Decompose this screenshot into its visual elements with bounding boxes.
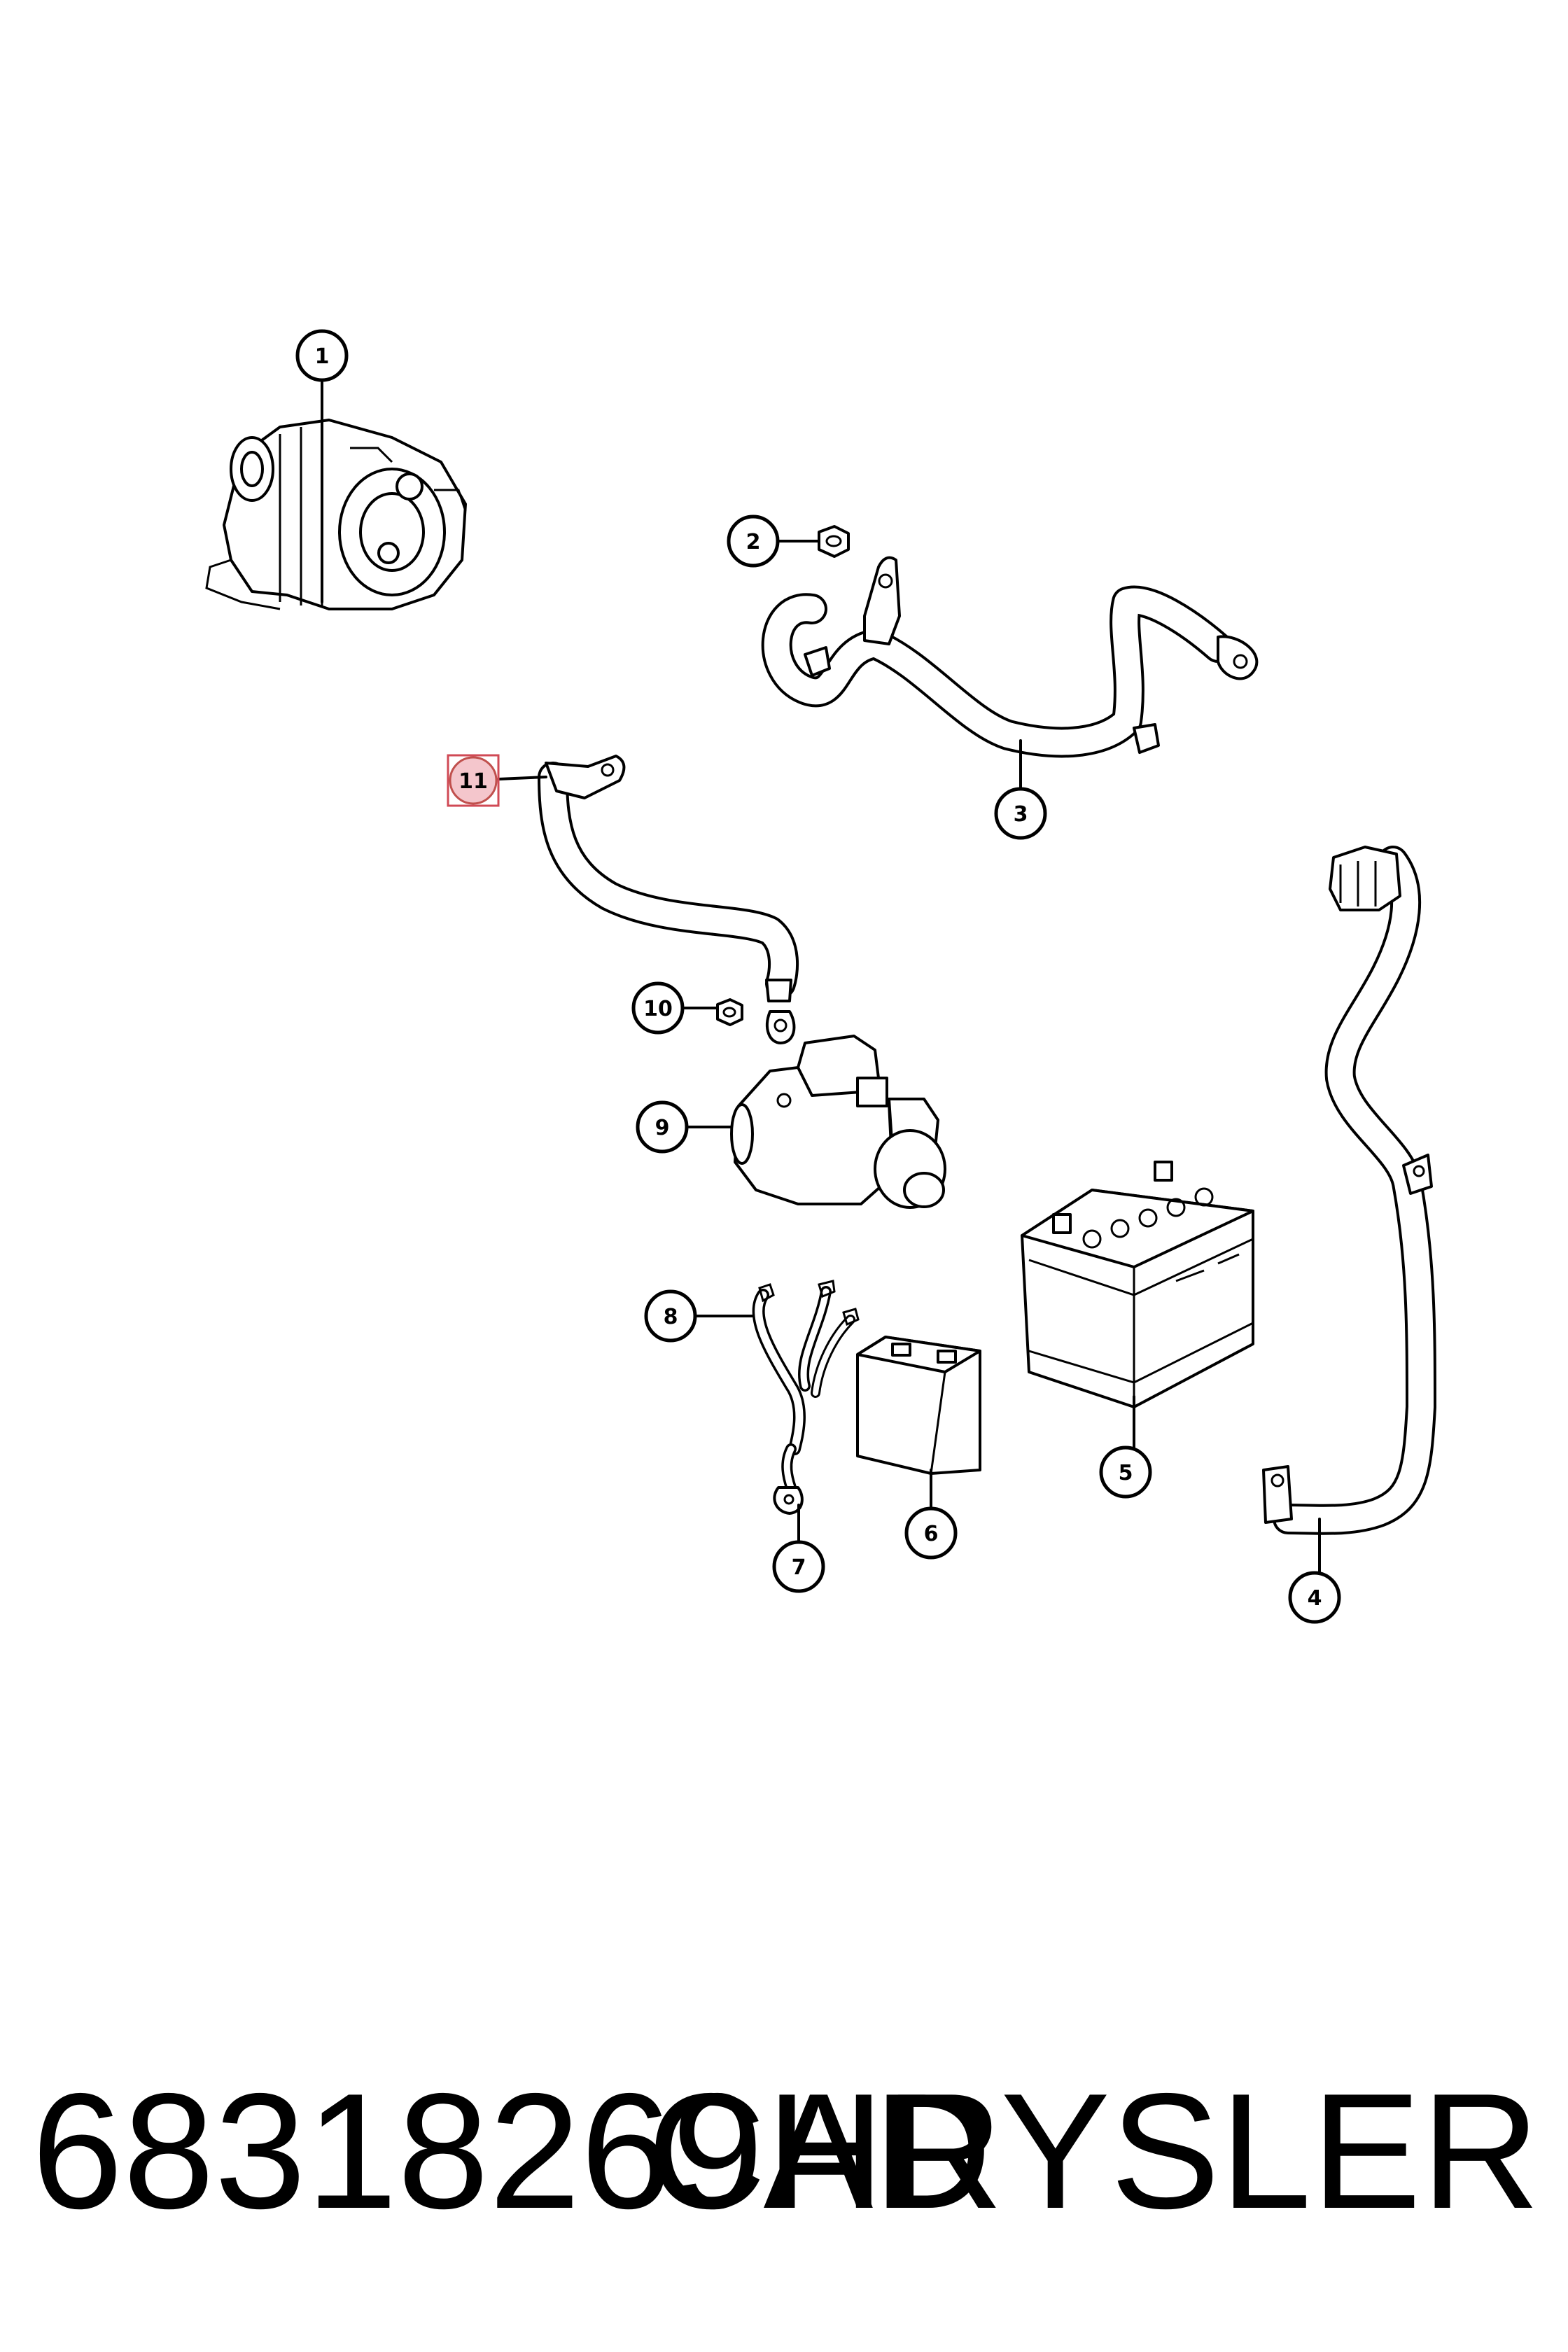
callout-11[interactable]: 11 bbox=[447, 754, 500, 807]
nut bbox=[818, 525, 850, 558]
alternator bbox=[205, 419, 467, 610]
callout-7[interactable]: 7 bbox=[772, 1540, 825, 1593]
svg-text:10: 10 bbox=[643, 997, 673, 1021]
starter-motor bbox=[730, 1035, 946, 1209]
svg-text:9: 9 bbox=[655, 1116, 670, 1140]
wire-harness bbox=[752, 1280, 860, 1515]
svg-text:7: 7 bbox=[792, 1555, 806, 1580]
brand-name: CHRYSLER bbox=[647, 2059, 1540, 2243]
battery-cable bbox=[1262, 846, 1436, 1535]
svg-text:11: 11 bbox=[458, 769, 488, 794]
callout-5[interactable]: 5 bbox=[1099, 1446, 1152, 1499]
svg-text:5: 5 bbox=[1119, 1461, 1133, 1485]
main-battery bbox=[1021, 1161, 1254, 1408]
leader-lines bbox=[321, 377, 1321, 1589]
svg-text:6: 6 bbox=[924, 1522, 939, 1546]
callout-2[interactable]: 2 bbox=[727, 514, 780, 568]
svg-text:4: 4 bbox=[1308, 1586, 1322, 1611]
callout-6[interactable]: 6 bbox=[904, 1506, 958, 1560]
callout-10[interactable]: 10 bbox=[631, 981, 685, 1035]
svg-text:1: 1 bbox=[315, 344, 330, 369]
svg-text:2: 2 bbox=[746, 530, 761, 554]
nut-small bbox=[716, 998, 743, 1026]
cable-assembly bbox=[761, 556, 1259, 758]
ground-cable bbox=[538, 755, 799, 1044]
part-number: 68318269AD bbox=[31, 2059, 993, 2243]
svg-text:8: 8 bbox=[664, 1305, 678, 1329]
callout-8[interactable]: 8 bbox=[644, 1289, 697, 1343]
callout-4[interactable]: 4 bbox=[1288, 1571, 1341, 1624]
auxiliary-battery bbox=[856, 1336, 981, 1475]
svg-text:3: 3 bbox=[1014, 802, 1028, 827]
callout-1[interactable]: 1 bbox=[295, 329, 349, 382]
callout-9[interactable]: 9 bbox=[636, 1100, 689, 1154]
callout-3[interactable]: 3 bbox=[994, 787, 1047, 840]
